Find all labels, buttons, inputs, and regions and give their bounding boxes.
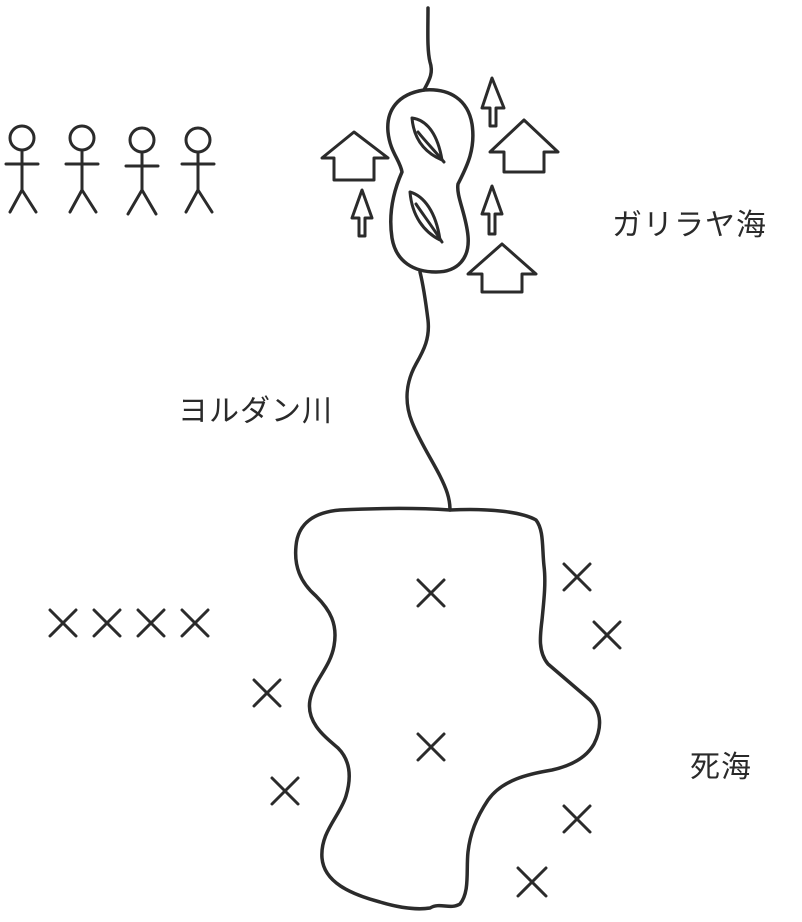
dead-sea	[293, 506, 602, 911]
house-icon	[466, 242, 538, 294]
tree-icon	[480, 76, 506, 128]
label-sea-of-galilee: ガリラヤ海	[612, 208, 767, 243]
x-mark-icon	[92, 608, 122, 638]
x-mark-icon	[48, 608, 78, 638]
house-icon	[488, 118, 560, 174]
tree-icon	[350, 188, 374, 238]
x-mark-icon	[562, 804, 592, 834]
x-mark-icon	[180, 608, 210, 638]
x-mark-icon	[562, 562, 592, 592]
x-mark-icon	[516, 866, 548, 898]
x-mark-icon	[592, 620, 622, 650]
person-icon	[64, 124, 100, 214]
x-mark-icon	[416, 732, 446, 762]
sea-of-galilee	[386, 88, 475, 274]
person-icon	[4, 124, 40, 214]
fish-icon	[408, 190, 444, 244]
person-icon	[124, 126, 160, 216]
x-mark-icon	[270, 776, 300, 806]
jordan-river	[405, 270, 452, 512]
x-mark-icon	[252, 678, 282, 708]
fish-icon	[410, 116, 446, 164]
person-icon	[180, 126, 216, 214]
house-icon	[320, 130, 390, 182]
x-mark-icon	[136, 608, 166, 638]
label-dead-sea: 死海	[690, 750, 752, 785]
label-jordan-river: ヨルダン川	[178, 394, 333, 429]
tree-icon	[480, 184, 504, 236]
river-upper	[422, 6, 434, 92]
x-mark-icon	[416, 578, 446, 608]
